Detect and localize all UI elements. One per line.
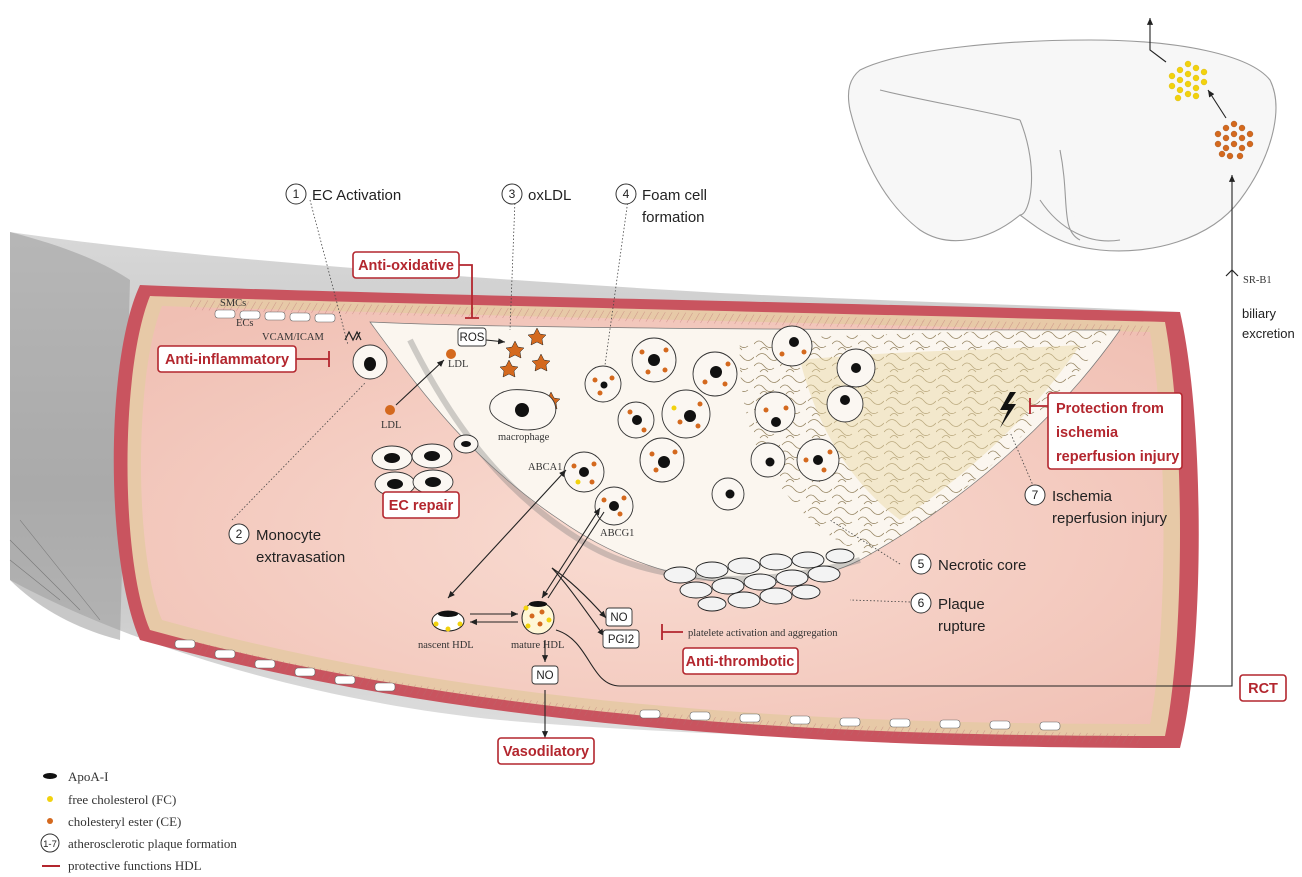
legend-item-fc: free cholesterol (FC) <box>47 792 176 807</box>
free-cholesterol-icon <box>47 796 53 802</box>
liver-illustration <box>848 40 1275 251</box>
platelet-label: platelete activation and aggregation <box>688 628 838 639</box>
legend-item-ce: cholesteryl ester (CE) <box>47 814 181 829</box>
svg-text:atherosclerotic plaque formati: atherosclerotic plaque formation <box>68 836 237 851</box>
svg-text:Foam cell: Foam cell <box>642 187 707 204</box>
monocyte-cell <box>353 345 387 379</box>
macrophage-label: macrophage <box>498 432 550 443</box>
step-4-label: 4 Foam cell formation <box>616 184 707 226</box>
svg-text:Ischemia: Ischemia <box>1052 488 1113 505</box>
step-1-label: 1 EC Activation <box>286 184 401 204</box>
svg-text:ROS: ROS <box>460 332 485 344</box>
svg-text:cholesteryl ester (CE): cholesteryl ester (CE) <box>68 814 181 829</box>
pgi2-box: PGI2 <box>603 630 639 648</box>
svg-text:NO: NO <box>536 670 553 682</box>
anti-inflammatory-box: Anti-inflammatory <box>158 346 296 372</box>
svg-text:1: 1 <box>293 187 300 201</box>
biliary-label-1: biliary <box>1242 306 1276 321</box>
anti-thrombotic-box: Anti-thrombotic <box>683 648 798 674</box>
vcam-icam-label: VCAM/ICAM <box>262 332 325 343</box>
sr-b1-label: SR-B1 <box>1243 275 1272 286</box>
svg-text:reperfusion injury: reperfusion injury <box>1052 510 1168 527</box>
cholesteryl-ester-icon <box>47 818 53 824</box>
ecs-label: ECs <box>236 318 254 329</box>
svg-text:Anti-oxidative: Anti-oxidative <box>358 258 454 274</box>
svg-text:formation: formation <box>642 209 705 226</box>
mature-hdl-particle <box>522 601 554 634</box>
protection-box: Protection from ischemia reperfusion inj… <box>1048 393 1182 469</box>
ros-box: ROS <box>458 328 486 346</box>
svg-text:7: 7 <box>1032 488 1039 502</box>
svg-text:Monocyte: Monocyte <box>256 527 321 544</box>
ldl-label-lumen: LDL <box>381 420 401 431</box>
legend-item-protective: protective functions HDL <box>42 858 202 873</box>
svg-text:Anti-thrombotic: Anti-thrombotic <box>686 654 795 670</box>
ec-repair-box: EC repair <box>383 492 459 518</box>
svg-text:NO: NO <box>610 612 627 624</box>
step-3-label: 3 oxLDL <box>502 184 571 204</box>
svg-text:protective functions HDL: protective functions HDL <box>68 858 202 873</box>
svg-text:5: 5 <box>918 557 925 571</box>
step-5-label: 5 Necrotic core <box>911 554 1026 574</box>
svg-text:4: 4 <box>623 187 630 201</box>
svg-text:free cholesterol (FC): free cholesterol (FC) <box>68 792 176 807</box>
abcg1-label: ABCG1 <box>600 528 634 539</box>
vasodilatory-box: Vasodilatory <box>498 738 594 764</box>
svg-text:Necrotic core: Necrotic core <box>938 557 1026 574</box>
ldl-label-inside: LDL <box>448 359 468 370</box>
svg-text:rupture: rupture <box>938 618 986 635</box>
svg-text:6: 6 <box>918 596 925 610</box>
svg-text:Vasodilatory: Vasodilatory <box>503 744 589 760</box>
legend-item-apoa1: ApoA-I <box>43 769 108 784</box>
legend-item-steps: 1-7 atherosclerotic plaque formation <box>41 834 237 852</box>
ldl-particle <box>446 349 456 359</box>
no-box-pgi2: NO <box>606 608 632 626</box>
svg-text:Protection from: Protection from <box>1056 401 1164 417</box>
svg-text:reperfusion injury: reperfusion injury <box>1056 449 1179 465</box>
anti-oxidative-box: Anti-oxidative <box>353 252 459 278</box>
svg-text:Plaque: Plaque <box>938 596 985 613</box>
svg-text:PGI2: PGI2 <box>608 634 634 646</box>
svg-text:ischemia: ischemia <box>1056 425 1119 441</box>
svg-text:EC repair: EC repair <box>389 498 454 514</box>
mature-hdl-label: mature HDL <box>511 640 564 651</box>
biliary-label-2: excretion <box>1242 326 1295 341</box>
svg-text:extravasation: extravasation <box>256 549 345 566</box>
svg-text:EC Activation: EC Activation <box>312 187 401 204</box>
ldl-particle <box>385 405 395 415</box>
nascent-hdl-particle <box>432 611 464 632</box>
svg-text:ApoA-I: ApoA-I <box>68 769 108 784</box>
abca1-label: ABCA1 <box>528 462 562 473</box>
svg-text:RCT: RCT <box>1248 681 1278 697</box>
svg-text:3: 3 <box>509 187 516 201</box>
svg-text:Anti-inflammatory: Anti-inflammatory <box>165 352 289 368</box>
svg-text:oxLDL: oxLDL <box>528 187 571 204</box>
legend: ApoA-I free cholesterol (FC) cholesteryl… <box>41 769 237 873</box>
svg-text:2: 2 <box>236 527 243 541</box>
apoa1-icon <box>43 773 57 779</box>
smcs-label: SMCs <box>220 298 246 309</box>
no-box-vaso: NO <box>532 666 558 684</box>
svg-text:1-7: 1-7 <box>43 839 57 850</box>
rct-box: RCT <box>1240 675 1286 701</box>
nascent-hdl-label: nascent HDL <box>418 640 474 651</box>
